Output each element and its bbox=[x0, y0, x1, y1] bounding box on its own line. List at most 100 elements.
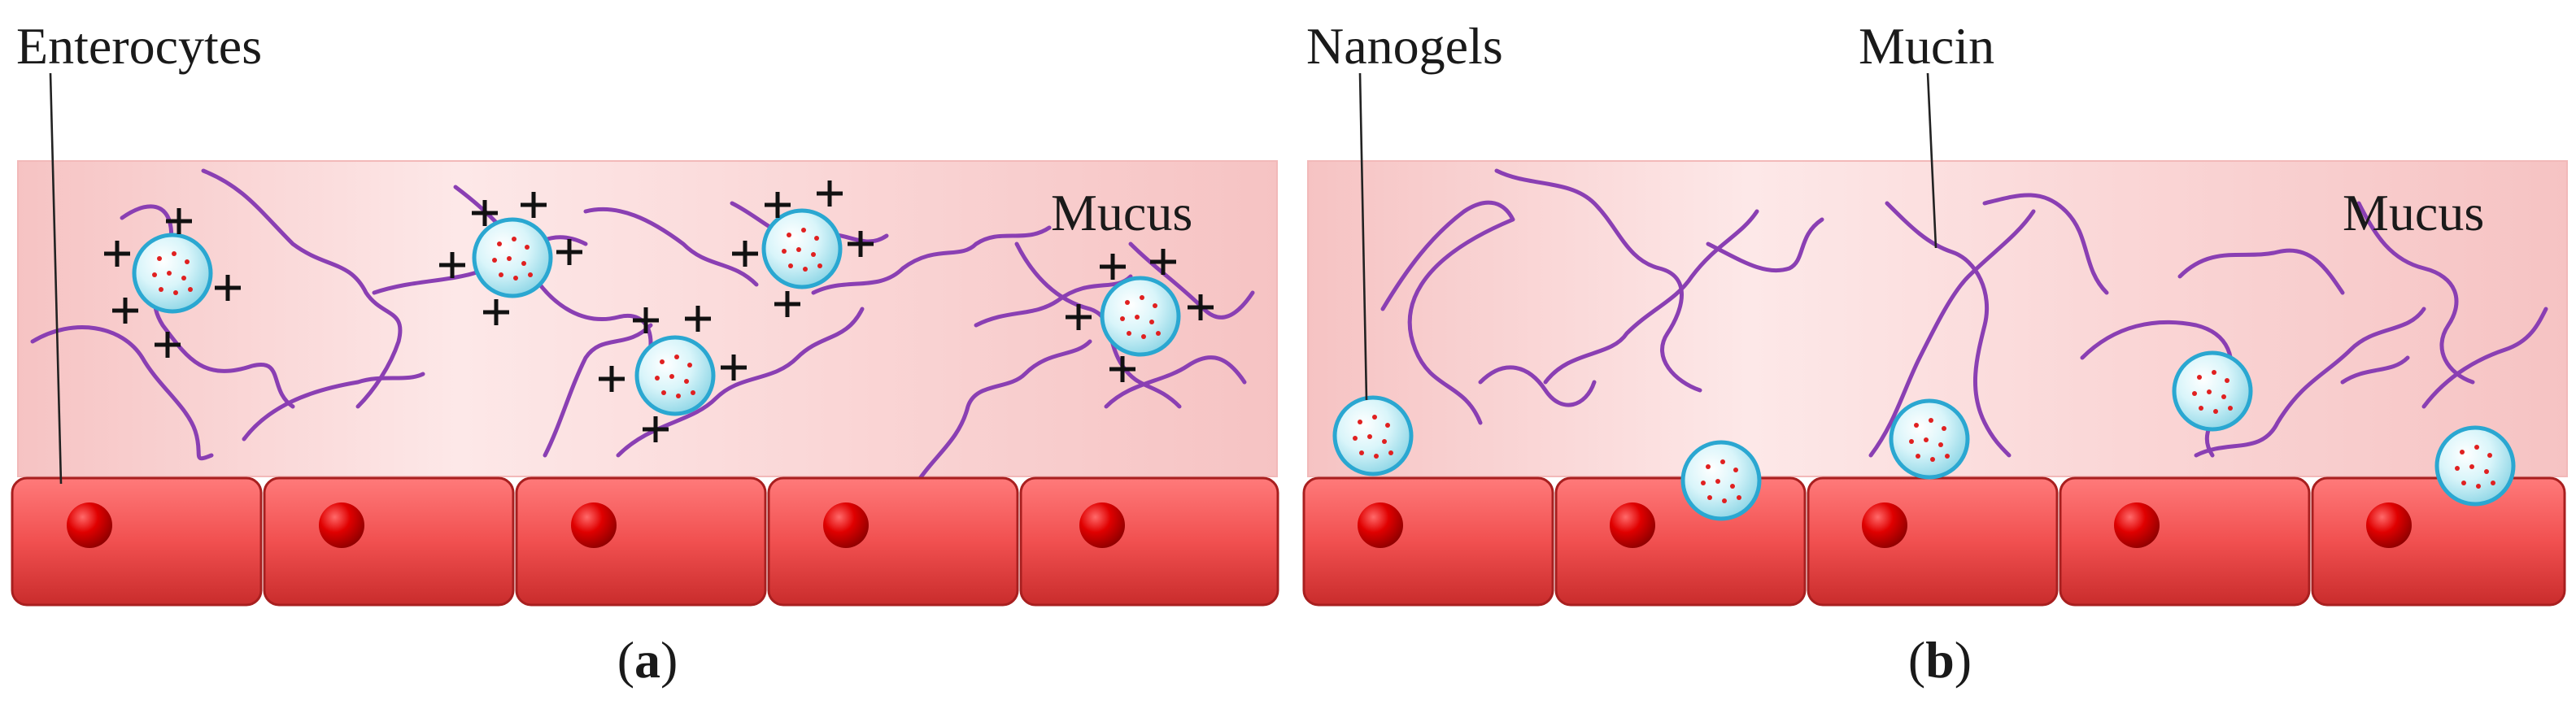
mucin-fiber bbox=[917, 339, 1092, 482]
enterocyte-cell bbox=[2311, 476, 2566, 607]
nanogels-label: Nanogels bbox=[1306, 17, 1503, 75]
positive-charge-icon bbox=[732, 181, 874, 317]
enterocyte bbox=[767, 476, 1019, 607]
mucin-fiber bbox=[2194, 307, 2426, 458]
mucin-fiber bbox=[1104, 355, 1247, 409]
enterocyte-cell bbox=[1302, 476, 1554, 607]
nanogel-positive bbox=[104, 208, 241, 358]
enterocyte-cell bbox=[1554, 476, 1807, 607]
enterocyte-cell bbox=[2059, 476, 2311, 607]
enterocyte-nucleus bbox=[1610, 502, 1655, 548]
enterocyte-row bbox=[11, 476, 1279, 607]
mucin-fiber bbox=[201, 168, 403, 409]
enterocyte-cell bbox=[767, 476, 1019, 607]
enterocyte bbox=[1302, 476, 1554, 607]
nanogel-neutral bbox=[1332, 395, 1414, 476]
enterocyte bbox=[263, 476, 515, 607]
mucin-leader-line bbox=[1926, 72, 1937, 249]
mucin-fiber bbox=[616, 307, 865, 458]
mucin-fiber bbox=[242, 372, 425, 441]
enterocytes-leader-line bbox=[49, 72, 63, 485]
nanogels-leader-line bbox=[1358, 72, 1368, 401]
nanogel-positive bbox=[439, 192, 582, 325]
mucin-fiber bbox=[1478, 365, 1597, 407]
nanogel-neutral bbox=[1889, 398, 1970, 480]
payload-dots bbox=[2192, 370, 2233, 414]
enterocyte-cell bbox=[515, 476, 767, 607]
mucin-fiber bbox=[1868, 209, 2036, 458]
mucin-fiber bbox=[2177, 248, 2345, 295]
charged-nanogels bbox=[104, 181, 1214, 442]
mucin-fiber bbox=[974, 274, 1133, 328]
mucin-fiber bbox=[2356, 201, 2475, 385]
enterocyte bbox=[2311, 476, 2566, 607]
nanogel bbox=[761, 208, 843, 289]
mucin-fiber bbox=[1982, 193, 2109, 295]
payload-dots bbox=[1909, 418, 1950, 462]
payload-dots bbox=[152, 251, 193, 295]
enterocyte-nucleus bbox=[571, 502, 617, 548]
mucin-fiber bbox=[1380, 200, 1515, 425]
enterocyte-nucleus bbox=[2366, 502, 2412, 548]
nanogel bbox=[132, 233, 213, 314]
mucin-fiber bbox=[1494, 168, 1702, 393]
nanogel-positive bbox=[732, 181, 874, 317]
payload-dots bbox=[782, 228, 822, 272]
mucus-label: Mucus bbox=[2343, 184, 2484, 241]
enterocyte-nucleus bbox=[2114, 502, 2160, 548]
enterocyte-nucleus bbox=[1358, 502, 1403, 548]
nanogel bbox=[1680, 440, 1762, 521]
enterocyte bbox=[1019, 476, 1279, 607]
positive-charge-icon bbox=[104, 208, 241, 358]
enterocyte-cell bbox=[1807, 476, 2059, 607]
enterocytes-label: Enterocytes bbox=[16, 17, 262, 75]
enterocyte bbox=[2059, 476, 2311, 607]
payload-dots bbox=[655, 354, 695, 398]
nanogel bbox=[2434, 425, 2516, 507]
nanogel bbox=[634, 335, 716, 416]
mucin-fiber bbox=[2421, 307, 2548, 409]
nanogel-neutral bbox=[1680, 440, 1762, 521]
positive-charge-icon bbox=[599, 306, 747, 442]
nanogel bbox=[1100, 276, 1181, 357]
enterocyte-row bbox=[1302, 476, 2566, 607]
nanogel bbox=[1889, 398, 1970, 480]
enterocyte bbox=[1554, 476, 1807, 607]
mucin-fiber bbox=[1885, 201, 2012, 458]
mucin-fiber bbox=[30, 325, 214, 461]
mucin-fiber bbox=[811, 225, 1052, 295]
nanogel bbox=[1332, 395, 1414, 476]
payload-dots bbox=[1353, 415, 1393, 459]
panel-a: Enterocytes Mucus (a) bbox=[11, 17, 1279, 689]
nanogel bbox=[472, 217, 553, 298]
enterocyte-cell bbox=[263, 476, 515, 607]
enterocyte-nucleus bbox=[67, 502, 112, 548]
nanogel-positive bbox=[599, 306, 747, 442]
enterocyte-nucleus bbox=[1079, 502, 1125, 548]
enterocyte bbox=[11, 476, 263, 607]
nanogel-positive bbox=[1066, 249, 1214, 382]
payload-dots bbox=[1120, 295, 1161, 339]
mucin-fiber bbox=[120, 204, 295, 409]
panel-caption-b: (b) bbox=[1908, 631, 1972, 689]
enterocyte bbox=[515, 476, 767, 607]
mucin-fiber bbox=[2340, 355, 2410, 385]
enterocyte-cell bbox=[1019, 476, 1279, 607]
payload-dots bbox=[2455, 445, 2495, 489]
payload-dots bbox=[492, 237, 533, 281]
mucin-fiber bbox=[1706, 217, 1824, 273]
mucus-label: Mucus bbox=[1051, 184, 1192, 241]
mucin-fiber bbox=[1543, 209, 1759, 385]
panel-caption-a: (a) bbox=[617, 631, 678, 689]
nanogel-neutral bbox=[2172, 350, 2253, 432]
positive-charge-icon bbox=[439, 192, 582, 325]
positive-charge-icon bbox=[1066, 249, 1214, 382]
mucin-label: Mucin bbox=[1859, 17, 1994, 75]
enterocyte-cell bbox=[11, 476, 263, 607]
payload-dots bbox=[1701, 459, 1741, 503]
enterocyte-nucleus bbox=[1862, 502, 1907, 548]
mucin-network bbox=[1380, 168, 2548, 458]
nanogel bbox=[2172, 350, 2253, 432]
enterocyte bbox=[1807, 476, 2059, 607]
